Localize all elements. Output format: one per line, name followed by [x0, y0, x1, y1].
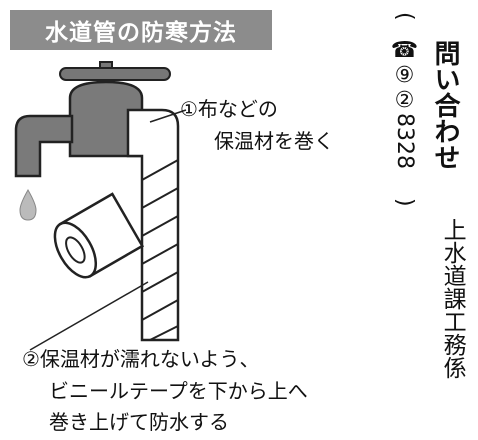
- faucet-illustration: [14, 61, 187, 351]
- paren-open: (: [392, 12, 417, 21]
- faucet-body: [68, 80, 144, 158]
- label-1-line-1: ①布などの: [180, 97, 278, 121]
- phone-number: ☎⑨②8328: [392, 38, 417, 169]
- phone-icon: ☎: [392, 38, 417, 63]
- label-1-line-2: 保温材を巻く: [214, 129, 334, 153]
- inquiry-heading: 問い合わせ: [430, 40, 460, 170]
- label-2-line-1: ②保温材が濡れないよう、: [22, 347, 260, 371]
- leader-line-1: [149, 109, 187, 123]
- tape-stripes: [141, 159, 179, 341]
- section-title-bar: 水道管の防寒方法: [10, 10, 272, 50]
- area-code: ⑨②: [392, 63, 417, 113]
- department-name: 上水道課工務係: [439, 218, 466, 379]
- phone-digits: 8328: [392, 113, 417, 169]
- faucet-handle: [59, 67, 171, 81]
- paren-close: ): [392, 198, 417, 207]
- pipe-wrapped: [126, 108, 180, 342]
- water-drop: [19, 188, 37, 221]
- tape-roll: [53, 192, 145, 279]
- faucet-spout: [14, 114, 74, 178]
- label-2-line-3: 巻き上げて防水する: [49, 410, 229, 434]
- section-title: 水道管の防寒方法: [45, 20, 237, 46]
- label-2-line-2: ビニールテープを下から上へ: [49, 379, 308, 403]
- leader-line-2: [29, 281, 149, 351]
